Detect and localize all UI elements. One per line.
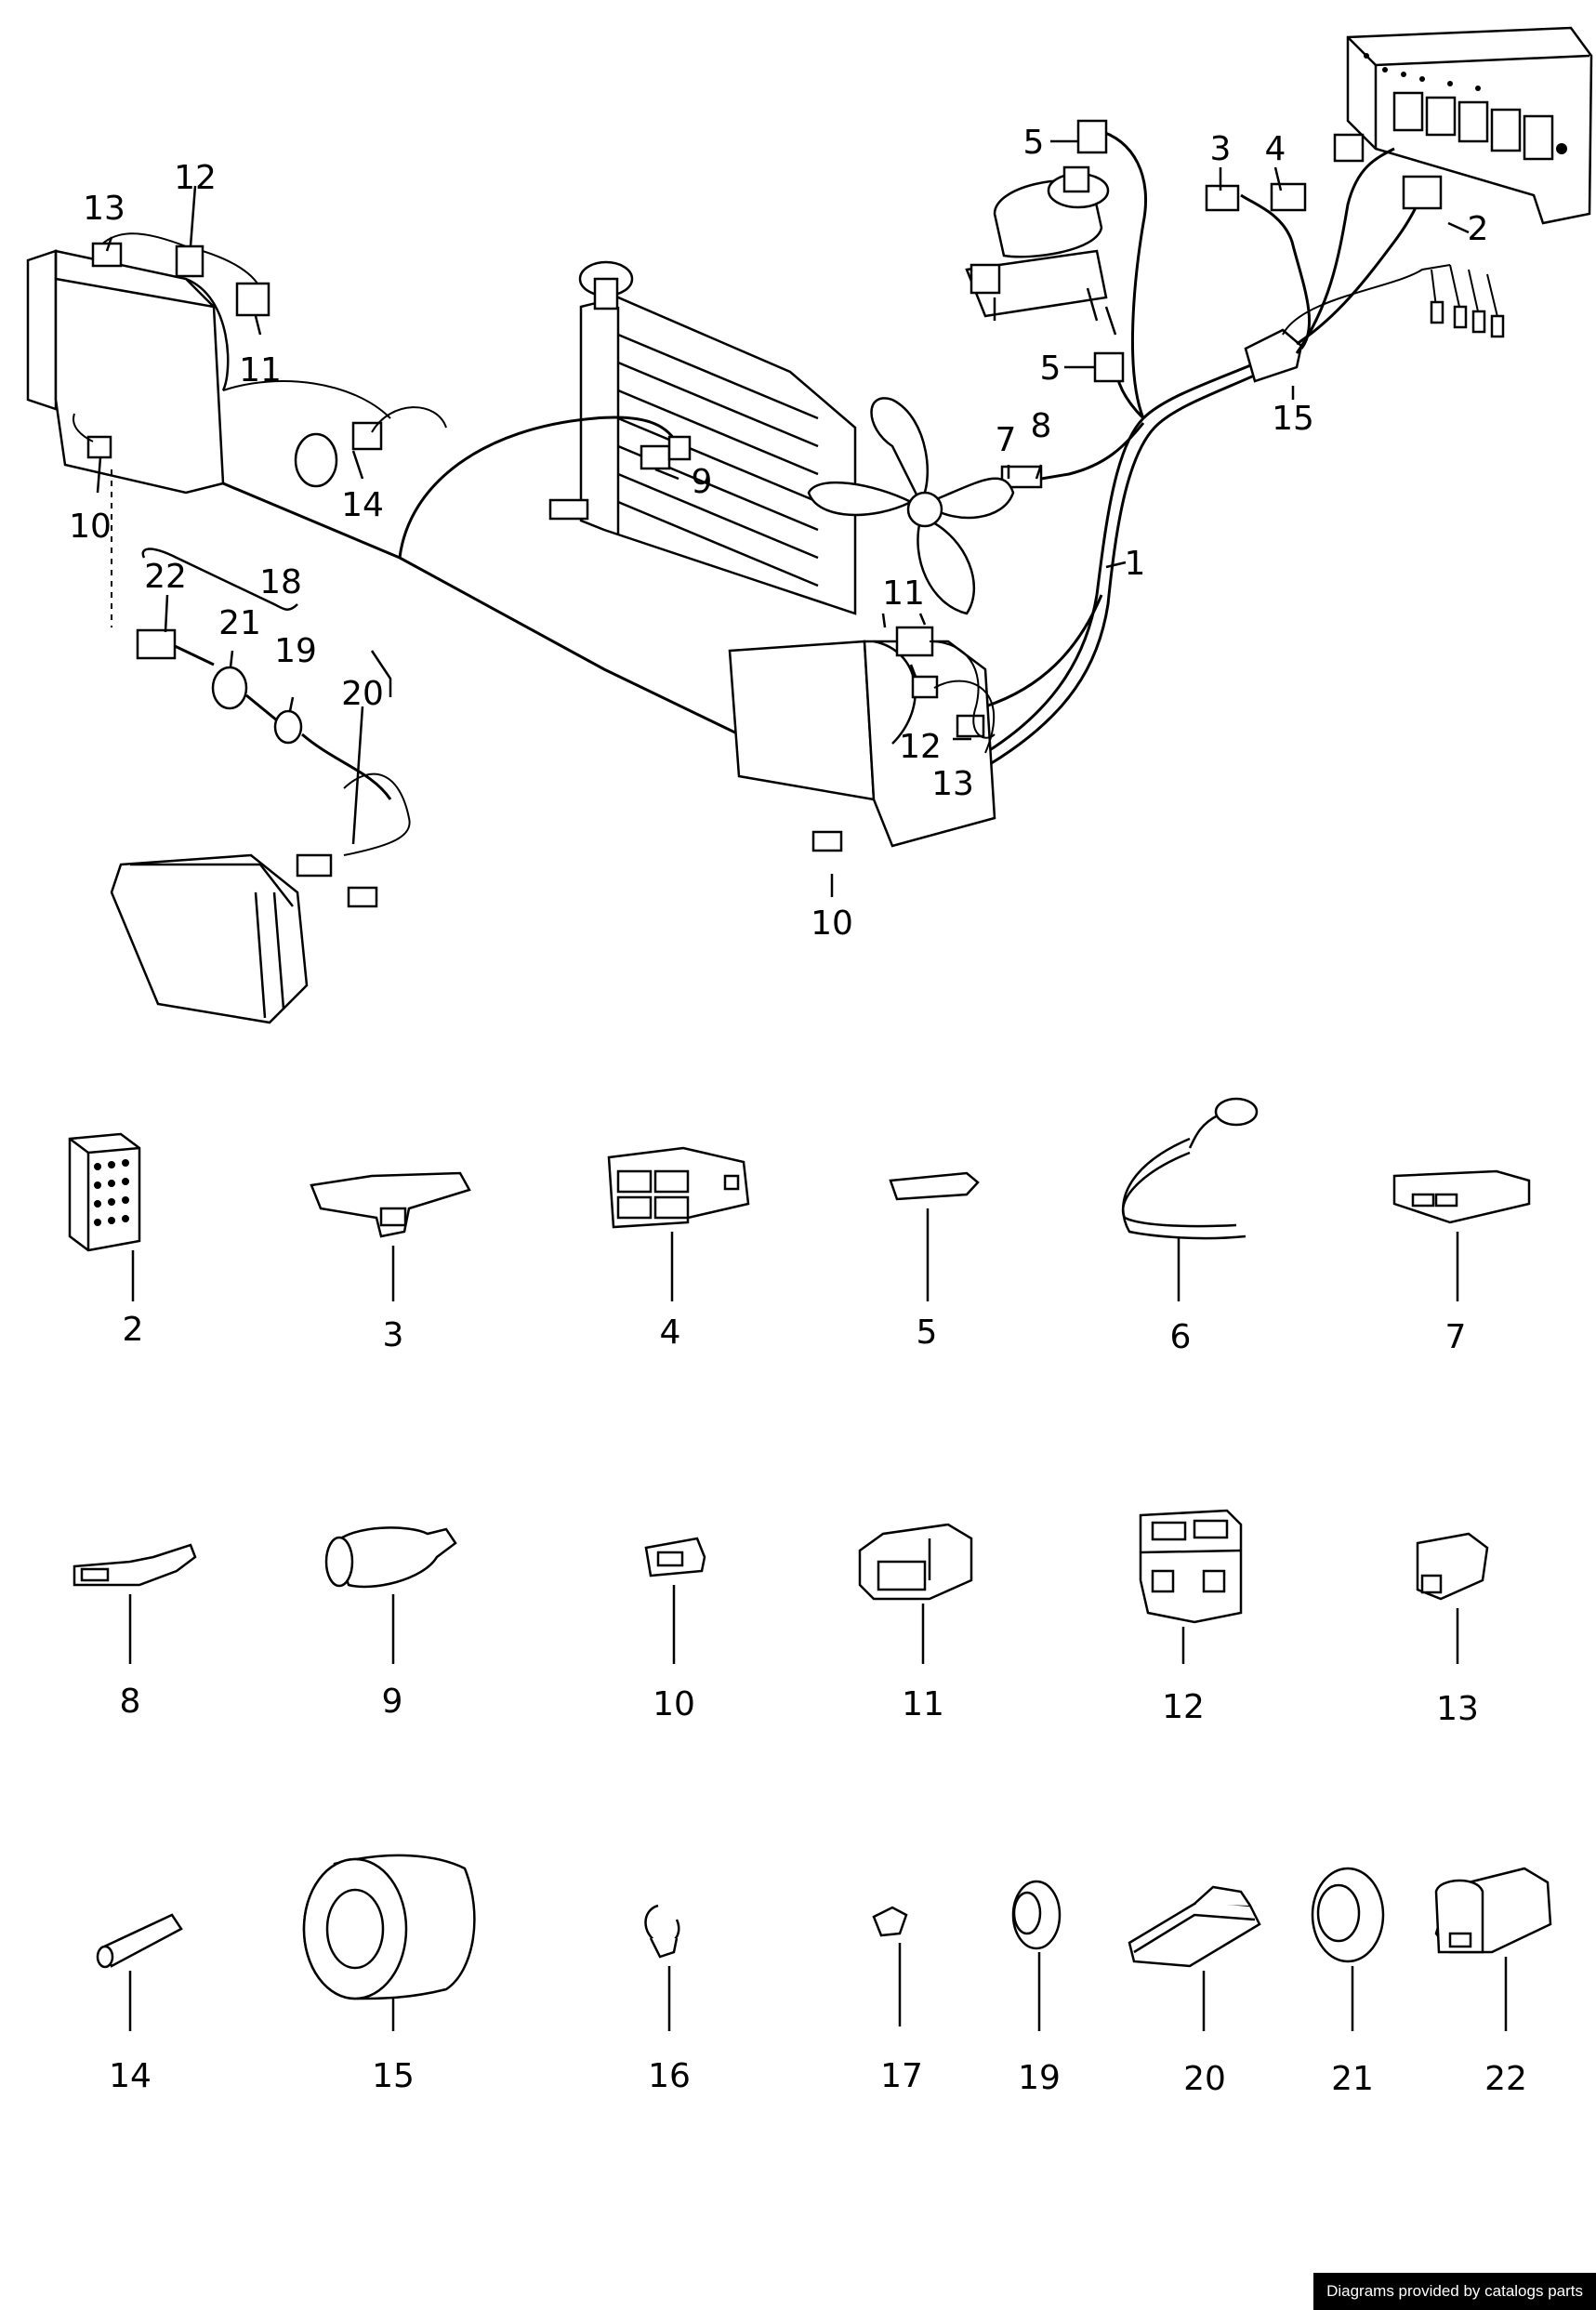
callout-14: 14: [341, 486, 384, 524]
callout-9: 9: [692, 463, 713, 501]
part-label-8: 8: [120, 1683, 141, 1721]
part-label-2: 2: [123, 1311, 144, 1349]
brake-master-cylinder: [965, 165, 1117, 336]
fog-light-wiring: [136, 628, 392, 800]
part-8-boot-connector: 8: [73, 1543, 197, 1721]
part-19-grommet: 19: [1011, 1880, 1062, 2097]
part-6-cable-tie: 6: [1121, 1097, 1259, 1356]
part-label-5: 5: [917, 1313, 938, 1352]
callout-1: 1: [1125, 545, 1146, 583]
callout-12-left: 12: [174, 159, 217, 197]
part-label-10: 10: [653, 1685, 695, 1723]
callout-10-right: 10: [811, 904, 853, 943]
right-headlight: [728, 640, 996, 848]
callout-13-left: 13: [83, 190, 125, 228]
part-label-11: 11: [902, 1685, 944, 1723]
parts-row-1: 2 3 4 5 6: [68, 1097, 1531, 1356]
part-5-small-connector: 5: [889, 1171, 980, 1352]
callout-7: 7: [996, 421, 1017, 459]
main-wiring-harness: [984, 128, 1505, 766]
callout-15: 15: [1272, 400, 1314, 438]
callout-13-right: 13: [931, 765, 974, 803]
part-2-connector-multipin: 2: [68, 1132, 144, 1349]
part-label-4: 4: [660, 1313, 681, 1352]
callout-2: 2: [1468, 210, 1489, 248]
part-label-16: 16: [648, 2057, 691, 2095]
callout-11-left: 11: [239, 351, 282, 389]
cooling-fan: [807, 397, 1015, 615]
part-21-grommet: 21: [1311, 1867, 1385, 2098]
part-label-20: 20: [1183, 2060, 1226, 2098]
part-4-four-way-connector: 4: [607, 1146, 750, 1352]
part-label-19: 19: [1018, 2059, 1061, 2097]
part-20-flat-block: 20: [1128, 1885, 1261, 2098]
part-11-housing-connector: 11: [858, 1523, 973, 1723]
callout-22: 22: [144, 558, 187, 596]
part-label-17: 17: [880, 2057, 923, 2095]
connector-5-lower: [1093, 351, 1125, 383]
part-15-large-grommet: 15: [302, 1854, 476, 2095]
part-label-22: 22: [1484, 2060, 1527, 2098]
callout-4: 4: [1265, 130, 1286, 168]
callout-3: 3: [1210, 130, 1232, 168]
part-label-15: 15: [372, 2057, 415, 2095]
callout-20: 20: [341, 675, 384, 713]
grommet-19: [273, 709, 303, 745]
callout-5-lower: 5: [1040, 350, 1062, 388]
part-14-sleeve: 14: [96, 1913, 183, 2095]
connector-3: [1205, 184, 1240, 212]
connector-7-8: [1000, 465, 1043, 489]
part-label-3: 3: [383, 1316, 404, 1354]
callout-8: 8: [1031, 407, 1052, 445]
part-22-connector-boot: 22: [1434, 1867, 1552, 2098]
part-16-clip: 16: [644, 1904, 691, 2095]
part-7-flat-plug: 7: [1392, 1169, 1531, 1356]
part-label-12: 12: [1162, 1688, 1205, 1726]
callout-21: 21: [218, 604, 261, 642]
fog-light: [110, 853, 378, 1024]
part-3-flat-connector: 3: [310, 1171, 471, 1354]
callout-labels: 1 2 3 4 5 5 7 8 9 10 10 11 11 12 12 13 1…: [69, 124, 1488, 943]
callout-5-top: 5: [1023, 124, 1045, 162]
harness-connectors: [1000, 119, 1443, 489]
left-headlight-wires: [73, 232, 692, 856]
parts-row-2: 8 9 10 11 12: [73, 1509, 1489, 1728]
part-17-small-clip: 17: [872, 1906, 923, 2095]
callout-12-right: 12: [899, 728, 942, 766]
part-label-9: 9: [382, 1683, 403, 1721]
right-headlight-wires: [811, 626, 996, 852]
part-12-dual-connector: 12: [1139, 1509, 1243, 1726]
part-label-13: 13: [1436, 1690, 1479, 1728]
callout-10-left: 10: [69, 508, 112, 546]
leader-lines: [96, 139, 1470, 897]
part-10-clip-connector: 10: [644, 1537, 706, 1723]
part-label-14: 14: [109, 2057, 152, 2095]
part-13-small-housing: 13: [1416, 1532, 1489, 1728]
connector-5-top: [1076, 119, 1108, 154]
callout-18: 18: [259, 563, 302, 601]
fuse-relay-box: [1346, 26, 1593, 225]
part-9-rubber-boot: 9: [324, 1526, 457, 1721]
connector-4: [1270, 182, 1307, 212]
part-label-21: 21: [1331, 2060, 1374, 2098]
connector-2: [1402, 175, 1443, 210]
radiator: [548, 260, 857, 615]
callout-19: 19: [274, 632, 317, 670]
part-label-7: 7: [1445, 1318, 1467, 1356]
connector-22: [136, 628, 177, 660]
parts-row-3: 14 15 16 17 19: [96, 1854, 1552, 2098]
assembly-drawing: 1 2 3 4 5 5 7 8 9 10 10 11 11 12 12 13 1…: [26, 26, 1593, 1024]
callout-11-right: 11: [882, 574, 925, 613]
credit-banner: Diagrams provided by catalogs parts: [1313, 2273, 1596, 2310]
grommet-21: [211, 666, 248, 710]
part-label-6: 6: [1170, 1318, 1192, 1356]
